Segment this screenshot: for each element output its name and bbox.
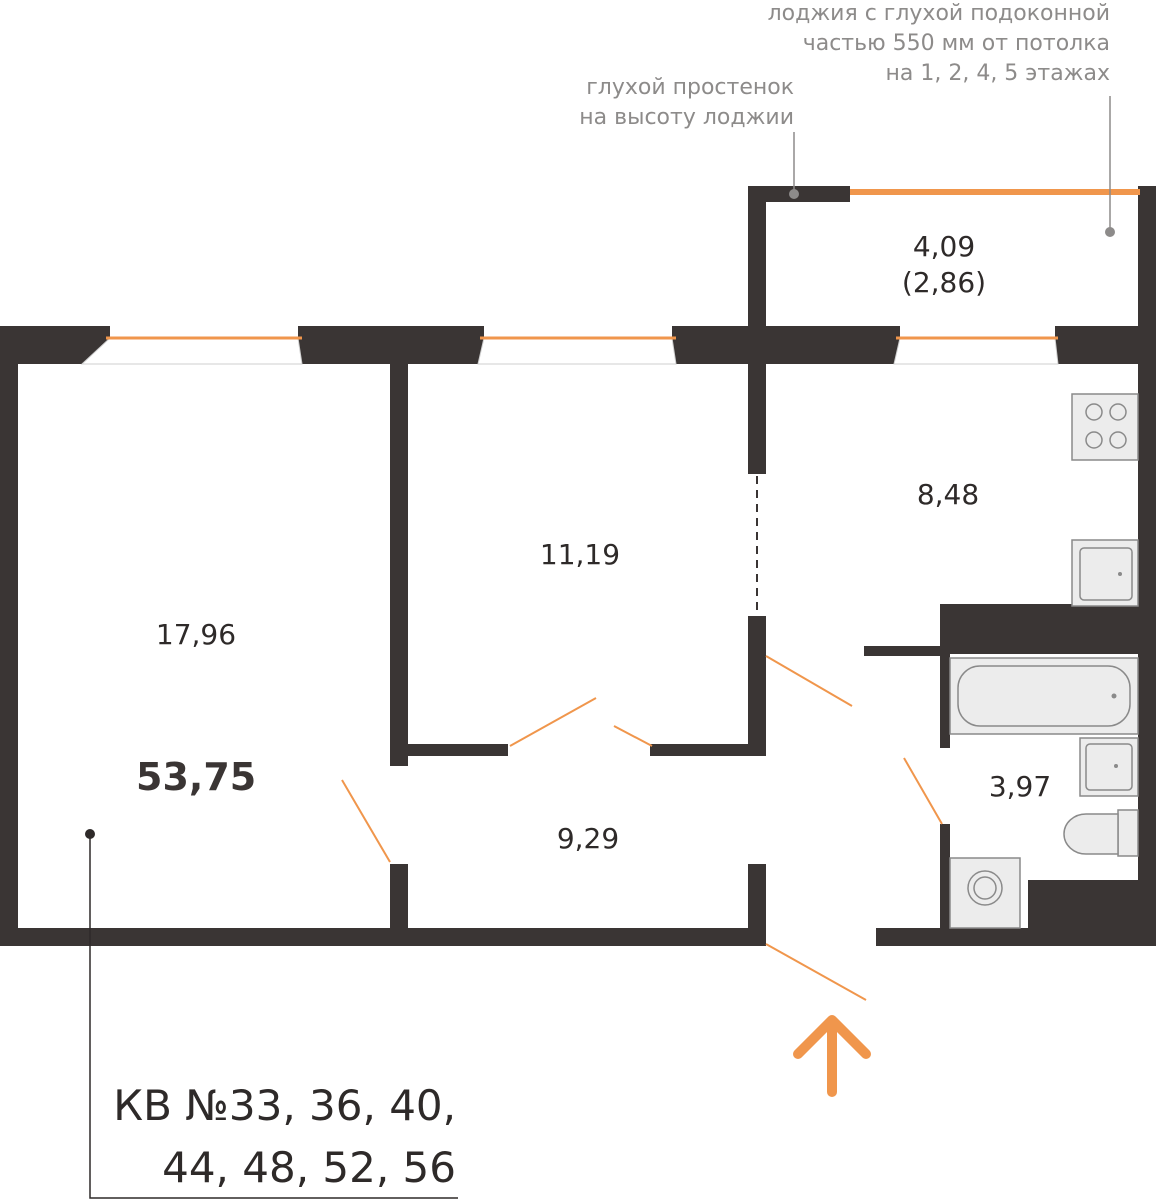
note-loggia-line2: частью 550 мм от потолка — [803, 31, 1110, 56]
note-loggia-line3: на 1, 2, 4, 5 этажах — [886, 61, 1111, 86]
partition-room2-kitchen-top — [748, 364, 766, 474]
loggia-area: 4,09 — [913, 230, 975, 263]
apartment-numbers-line1: КВ №33, 36, 40, — [113, 1081, 456, 1130]
partition-room1-bottom — [390, 864, 408, 934]
bathroom-left-wall-bottom — [940, 824, 950, 934]
loggia-wall-right — [1138, 186, 1156, 346]
hall-area: 9,29 — [557, 822, 619, 855]
window-room2 — [477, 336, 677, 365]
loggia-wall-left — [748, 186, 766, 346]
callouts — [85, 96, 1115, 1199]
bathroom-top-wall — [940, 604, 1156, 654]
door-bathroom — [903, 757, 943, 825]
door-room2-secondary — [613, 725, 653, 747]
loggia-reduced-area: (2,86) — [902, 266, 986, 299]
callout-line-apartment — [89, 834, 458, 1199]
note-wall-line1: глухой простенок — [586, 75, 794, 100]
window-room1 — [80, 336, 303, 365]
room1-area: 17,96 — [156, 618, 236, 651]
bathroom-area: 3,97 — [989, 770, 1051, 803]
room2-bottom-wall-left — [408, 744, 508, 756]
callout-dot-apartment — [85, 829, 95, 839]
door-room2 — [509, 697, 597, 747]
doors — [341, 655, 943, 1001]
entrance-arrow-icon — [793, 1015, 871, 1097]
bathroom-shaft — [1028, 880, 1138, 930]
kitchen-area: 8,48 — [917, 478, 979, 511]
wall-top-mid — [298, 326, 484, 364]
callout-dot-loggia — [1105, 227, 1115, 237]
total-area: 53,75 — [136, 755, 256, 799]
door-room1 — [341, 779, 391, 863]
note-wall-line2: на высоту лоджии — [579, 105, 794, 130]
room2-area: 11,19 — [540, 538, 620, 571]
washing-machine — [949, 857, 1021, 929]
door-entrance — [765, 943, 867, 1001]
wall-bottom-right — [876, 928, 1156, 946]
walls — [0, 186, 1156, 946]
windows — [80, 189, 1140, 365]
kitchen-sink — [1071, 539, 1139, 607]
partition-room1-room2 — [390, 364, 408, 766]
wall-bottom-left — [0, 928, 766, 946]
partition-hall-right — [748, 864, 766, 934]
room2-bottom-wall-right — [650, 744, 766, 756]
bathroom-short-wall — [864, 646, 944, 656]
window-kitchen — [893, 336, 1059, 365]
note-loggia-line1: лоджия с глухой подоконной — [768, 1, 1110, 26]
toilet — [1063, 809, 1139, 857]
bathroom-left-wall-top — [940, 650, 950, 748]
wall-left — [0, 326, 18, 946]
bathtub — [949, 657, 1139, 735]
stove — [1071, 393, 1139, 461]
callout-dot-wall — [789, 189, 799, 199]
apartment-numbers-line2: 44, 48, 52, 56 — [162, 1143, 456, 1192]
wall-top-right — [672, 326, 900, 364]
partition-room2-kitchen-bottom — [748, 616, 766, 756]
bathroom-sink — [1079, 737, 1139, 797]
door-kitchen — [765, 655, 853, 707]
